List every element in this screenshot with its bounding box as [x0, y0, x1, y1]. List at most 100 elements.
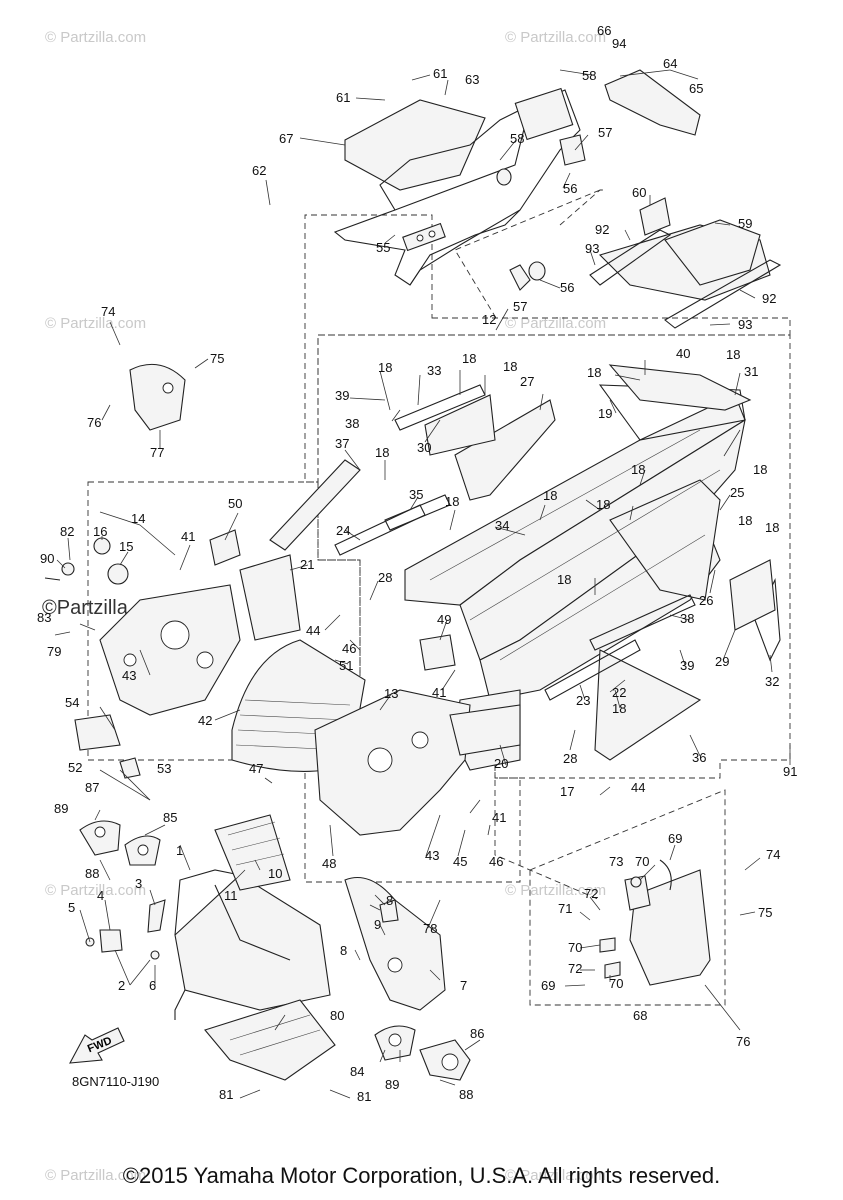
callout-72: 72	[584, 886, 598, 901]
callout-53: 53	[157, 761, 171, 776]
rear-flaps	[589, 69, 782, 329]
callout-34: 34	[495, 518, 509, 533]
callout-61: 61	[336, 90, 350, 105]
fwd-arrow: FWD	[69, 1027, 125, 1064]
callout-43: 43	[425, 848, 439, 863]
callout-57: 57	[513, 299, 527, 314]
callout-20: 20	[494, 756, 508, 771]
callout-78: 78	[423, 921, 437, 936]
rear-frame	[333, 87, 586, 291]
callout-71: 71	[558, 901, 572, 916]
callout-27: 27	[520, 374, 534, 389]
callout-91: 91	[783, 764, 797, 779]
callout-79: 79	[47, 644, 61, 659]
callout-70: 70	[568, 940, 582, 955]
copyright-notice: ©2015 Yamaha Motor Corporation, U.S.A. A…	[122, 1163, 721, 1188]
callout-8: 8	[340, 943, 347, 958]
watermark: © Partzilla.com	[505, 315, 606, 332]
callout-69: 69	[668, 831, 682, 846]
callout-4: 4	[97, 888, 104, 903]
callout-58: 58	[510, 131, 524, 146]
brackets-lower	[79, 820, 471, 1081]
callout-32: 32	[765, 674, 779, 689]
callout-41: 41	[181, 529, 195, 544]
callout-73: 73	[609, 854, 623, 869]
callout-18: 18	[612, 701, 626, 716]
callout-24: 24	[336, 523, 350, 538]
callout-63: 63	[465, 72, 479, 87]
callout-23: 23	[576, 693, 590, 708]
callout-31: 31	[744, 364, 758, 379]
callout-84: 84	[350, 1064, 364, 1079]
callout-18: 18	[753, 462, 767, 477]
callout-18: 18	[738, 513, 752, 528]
callout-29: 29	[715, 654, 729, 669]
watermark: © Partzilla.com	[45, 1167, 146, 1184]
callout-3: 3	[135, 876, 142, 891]
watermark: © Partzilla.com	[505, 1167, 606, 1184]
callout-37: 37	[335, 436, 349, 451]
callout-76: 76	[87, 415, 101, 430]
callout-62: 62	[252, 163, 266, 178]
callout-8: 8	[386, 893, 393, 908]
callout-21: 21	[300, 557, 314, 572]
callout-94: 94	[612, 36, 626, 51]
slide-rails	[239, 384, 781, 701]
callout-86: 86	[470, 1026, 484, 1041]
callout-18: 18	[726, 347, 740, 362]
callout-68: 68	[633, 1008, 647, 1023]
callout-85: 85	[163, 810, 177, 825]
watermark: © Partzilla.com	[45, 29, 146, 46]
callout-9: 9	[374, 917, 381, 932]
callout-46: 46	[342, 641, 356, 656]
callout-83: 83	[37, 610, 51, 625]
callout-75: 75	[758, 905, 772, 920]
callout-19: 19	[598, 406, 612, 421]
callout-70: 70	[635, 854, 649, 869]
callout-55: 55	[376, 240, 390, 255]
callout-74: 74	[101, 304, 115, 319]
callout-87: 87	[85, 780, 99, 795]
callout-44: 44	[631, 780, 645, 795]
callout-18: 18	[375, 445, 389, 460]
callout-43: 43	[122, 668, 136, 683]
callout-52: 52	[68, 760, 82, 775]
callout-36: 36	[692, 750, 706, 765]
callout-92: 92	[595, 222, 609, 237]
callout-72: 72	[568, 961, 582, 976]
callout-51: 51	[339, 658, 353, 673]
callout-18: 18	[378, 360, 392, 375]
callout-35: 35	[409, 487, 423, 502]
steering-housing	[344, 876, 446, 1011]
callout-17: 17	[560, 784, 574, 799]
callout-labels: 66 94 64 65 61 63 58 61 57 58 67 56 62 6…	[37, 23, 797, 1104]
callout-56: 56	[560, 280, 574, 295]
callout-22: 22	[612, 685, 626, 700]
callout-80: 80	[330, 1008, 344, 1023]
callout-61: 61	[433, 66, 447, 81]
callout-2: 2	[118, 978, 125, 993]
callout-26: 26	[699, 593, 713, 608]
callout-92: 92	[762, 291, 776, 306]
callout-18: 18	[445, 494, 459, 509]
callout-58: 58	[582, 68, 596, 83]
callout-81: 81	[357, 1089, 371, 1104]
callout-56: 56	[563, 181, 577, 196]
callout-82: 82	[60, 524, 74, 539]
callout-41: 41	[432, 685, 446, 700]
callout-15: 15	[119, 539, 133, 554]
callout-18: 18	[587, 365, 601, 380]
callout-67: 67	[279, 131, 293, 146]
callout-88: 88	[459, 1087, 473, 1102]
callout-89: 89	[385, 1077, 399, 1092]
callout-77: 77	[150, 445, 164, 460]
callout-89: 89	[54, 801, 68, 816]
callout-60: 60	[632, 185, 646, 200]
heat-exchanger	[231, 634, 521, 836]
callout-88: 88	[85, 866, 99, 881]
callout-39: 39	[680, 658, 694, 673]
callout-18: 18	[462, 351, 476, 366]
callout-48: 48	[322, 856, 336, 871]
callout-81: 81	[219, 1087, 233, 1102]
